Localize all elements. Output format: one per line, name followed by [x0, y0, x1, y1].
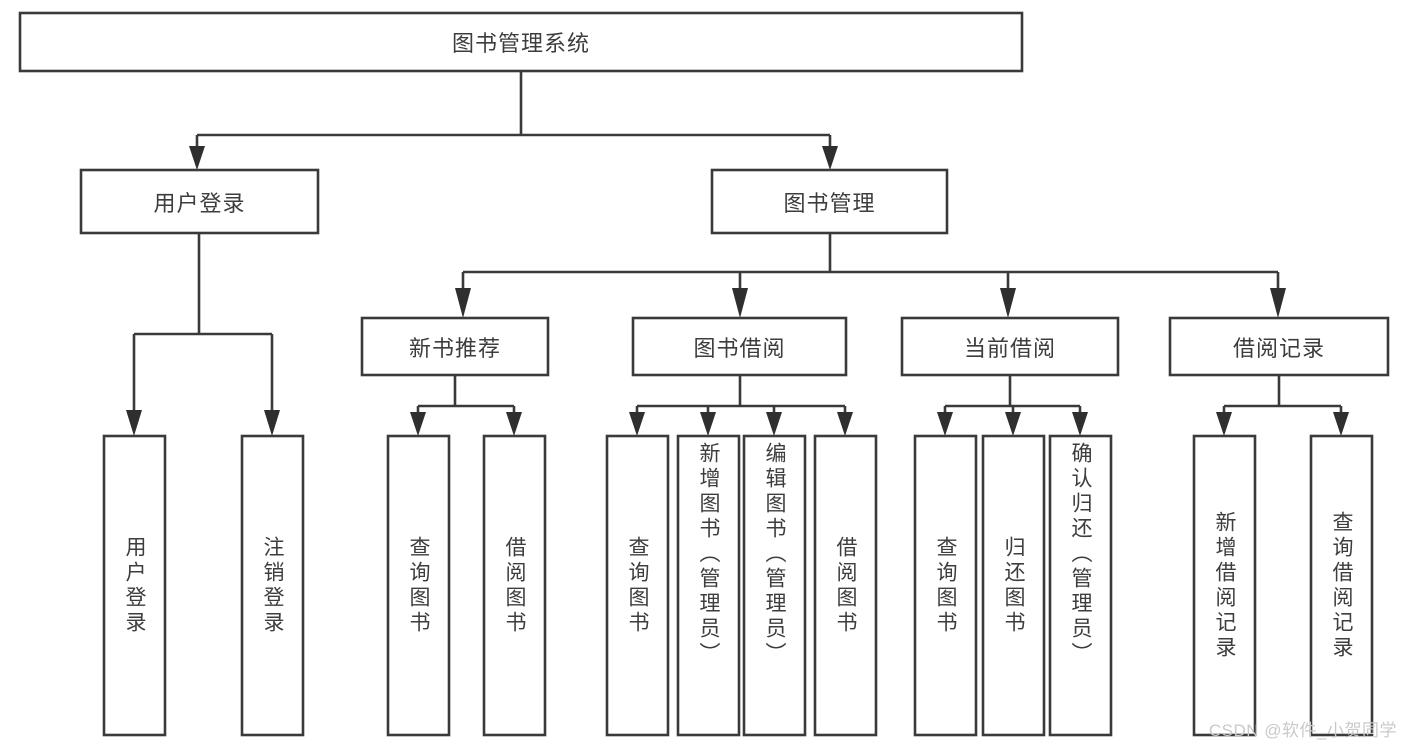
- node-box-leaf-borrow-book-2[interactable]: [813, 434, 878, 737]
- node-box-current-borrow[interactable]: [900, 316, 1120, 377]
- node-box-root[interactable]: [18, 11, 1024, 73]
- arrow-head-leaf-query-record: [1333, 412, 1349, 436]
- node-box-leaf-query-book-1[interactable]: [386, 434, 451, 737]
- node-box-leaf-query-record[interactable]: [1309, 434, 1374, 737]
- arrow-head-leaf-borrow-book-2: [837, 412, 853, 436]
- arrow-head-leaf-add-record: [1216, 412, 1232, 436]
- arrow-head-new-book-rec: [455, 288, 471, 318]
- arrow-head-book-manage: [822, 146, 838, 170]
- arrow-head-leaf-user-login: [126, 410, 142, 436]
- node-box-leaf-add-record[interactable]: [1192, 434, 1257, 737]
- node-box-leaf-edit-book[interactable]: [742, 434, 807, 737]
- arrow-head-leaf-query-book-3: [937, 412, 953, 436]
- arrow-head-user-login: [189, 146, 205, 170]
- node-box-leaf-user-login[interactable]: [102, 434, 167, 737]
- node-box-user-login[interactable]: [79, 168, 320, 235]
- arrow-head-leaf-borrow-book-1: [506, 412, 522, 436]
- csdn-watermark: CSDN @软件_小贺同学: [1208, 721, 1397, 740]
- arrow-head-borrow-record: [1270, 288, 1286, 318]
- node-box-book-manage[interactable]: [710, 168, 949, 235]
- arrow-head-leaf-add-book: [700, 412, 716, 436]
- connector-group: [126, 71, 1349, 436]
- node-box-leaf-query-book-2[interactable]: [605, 434, 670, 737]
- node-box-leaf-user-logout[interactable]: [240, 434, 305, 737]
- node-box-leaf-return-book[interactable]: [981, 434, 1046, 737]
- arrow-head-leaf-edit-book: [766, 412, 782, 436]
- node-box-leaf-borrow-book-1[interactable]: [482, 434, 547, 737]
- node-box-leaf-confirm-return[interactable]: [1048, 434, 1113, 737]
- node-box-group: [18, 11, 1390, 737]
- node-box-new-book-rec[interactable]: [360, 316, 550, 377]
- node-box-leaf-query-book-3[interactable]: [913, 434, 978, 737]
- arrow-head-leaf-confirm-return: [1072, 412, 1088, 436]
- node-box-book-borrow[interactable]: [631, 316, 848, 377]
- arrow-head-leaf-user-logout: [264, 410, 280, 436]
- arrow-head-leaf-return-book: [1005, 412, 1021, 436]
- node-box-borrow-record[interactable]: [1168, 316, 1390, 377]
- arrow-head-book-borrow: [732, 288, 748, 318]
- node-box-leaf-add-book[interactable]: [676, 434, 741, 737]
- arrow-head-leaf-query-book-2: [629, 412, 645, 436]
- arrow-head-current-borrow: [1000, 288, 1016, 318]
- arrow-head-leaf-query-book-1: [410, 412, 426, 436]
